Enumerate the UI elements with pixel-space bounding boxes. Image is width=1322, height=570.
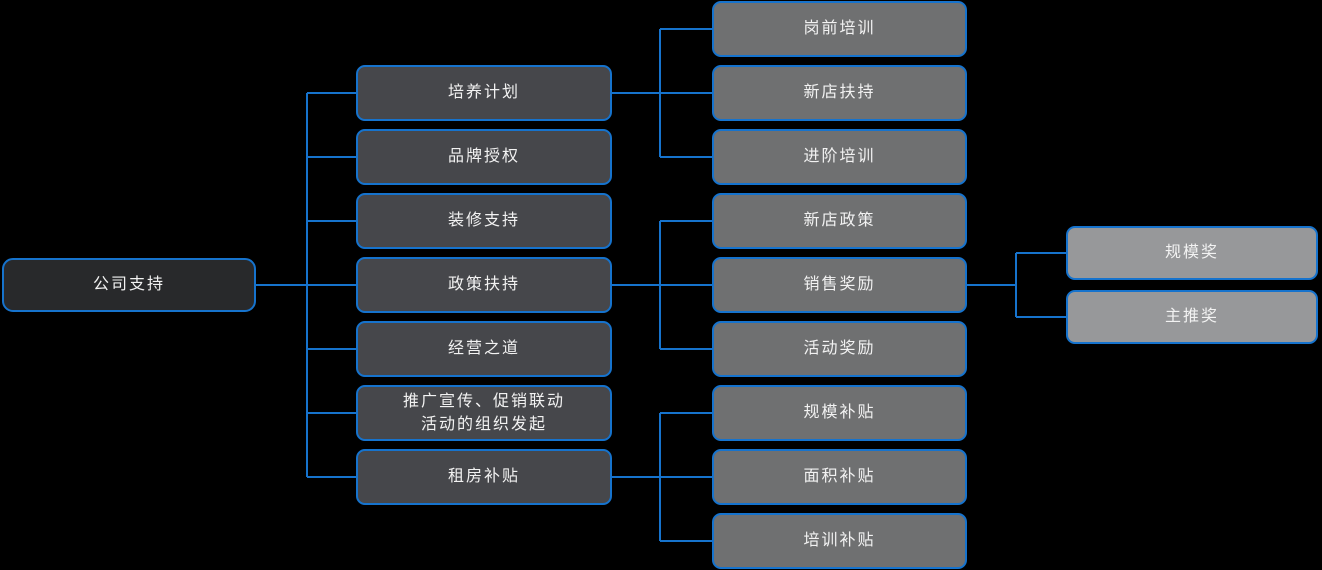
node-business-knowhow[interactable]: 经营之道 (356, 321, 612, 377)
node-sales-incentive[interactable]: 销售奖励 (712, 257, 967, 313)
node-activity-incentive[interactable]: 活动奖励 (712, 321, 967, 377)
node-brand-authorization[interactable]: 品牌授权 (356, 129, 612, 185)
node-scale-award[interactable]: 规模奖 (1066, 226, 1318, 280)
node-pre-job-training[interactable]: 岗前培训 (712, 1, 967, 57)
node-training-subsidy[interactable]: 培训补贴 (712, 513, 967, 569)
node-scale-subsidy[interactable]: 规模补贴 (712, 385, 967, 441)
node-advanced-training[interactable]: 进阶培训 (712, 129, 967, 185)
node-new-store-support[interactable]: 新店扶持 (712, 65, 967, 121)
node-training-plan[interactable]: 培养计划 (356, 65, 612, 121)
node-policy-support[interactable]: 政策扶持 (356, 257, 612, 313)
node-area-subsidy[interactable]: 面积补贴 (712, 449, 967, 505)
node-decoration-support[interactable]: 装修支持 (356, 193, 612, 249)
node-promotion-campaigns[interactable]: 推广宣传、促销联动 活动的组织发起 (356, 385, 612, 441)
node-rent-subsidy[interactable]: 租房补贴 (356, 449, 612, 505)
node-main-push-award[interactable]: 主推奖 (1066, 290, 1318, 344)
node-company-support[interactable]: 公司支持 (2, 258, 256, 312)
node-new-store-policy[interactable]: 新店政策 (712, 193, 967, 249)
